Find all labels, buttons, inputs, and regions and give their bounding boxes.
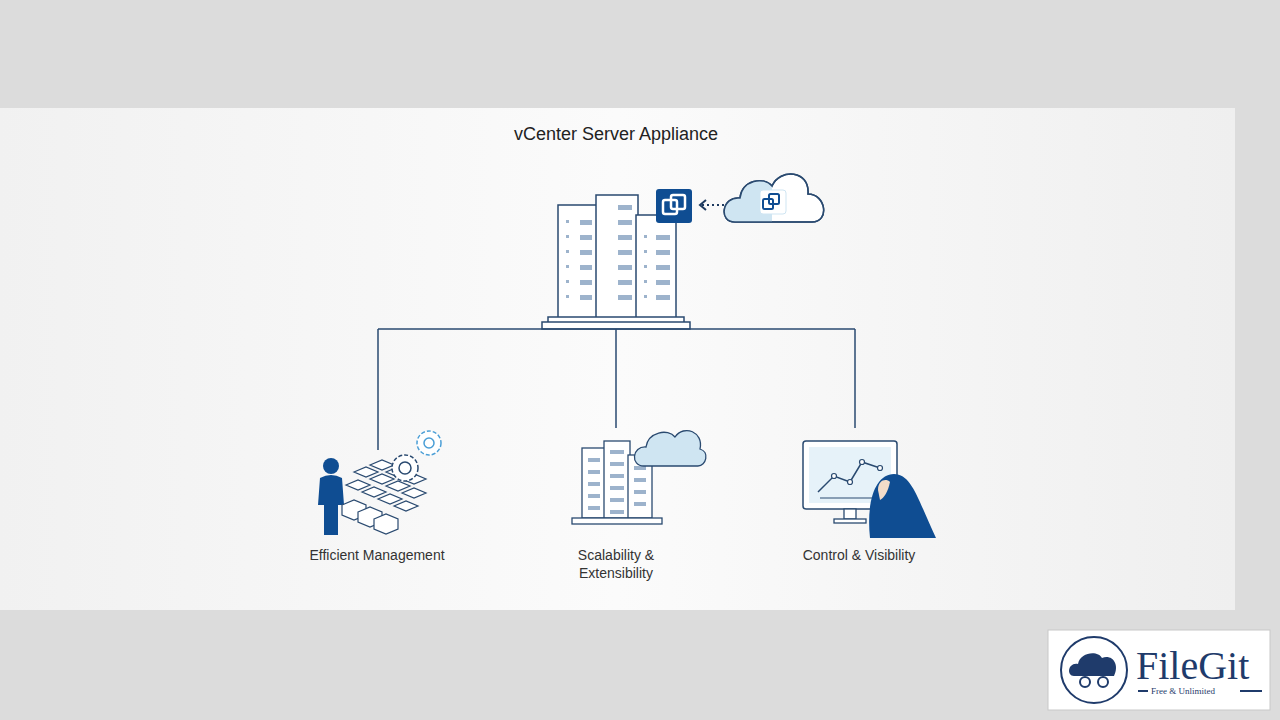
watermark-tagline: Free & Unlimited [1151,686,1215,696]
vcenter-icon [656,189,692,223]
feature-label: Efficient Management [277,546,477,564]
monitor-icon [803,441,936,538]
diagram-title: vCenter Server Appliance [514,124,718,145]
server-building [542,195,690,329]
feature-node: Scalability & Extensibility [564,546,668,582]
tree-lines [378,329,855,450]
watermark-box [1048,630,1270,710]
panel [0,108,1235,610]
scalability-icon [572,431,706,524]
watermark-name: FileGit [1136,642,1249,689]
management-icon [318,431,441,535]
feature-node: Efficient Management [277,546,477,564]
feature-node: Control & Visibility [759,546,959,564]
building-windows [566,205,670,300]
feature-label: Control & Visibility [759,546,959,564]
feature-label: Scalability & Extensibility [564,546,668,582]
cloud [724,174,824,222]
